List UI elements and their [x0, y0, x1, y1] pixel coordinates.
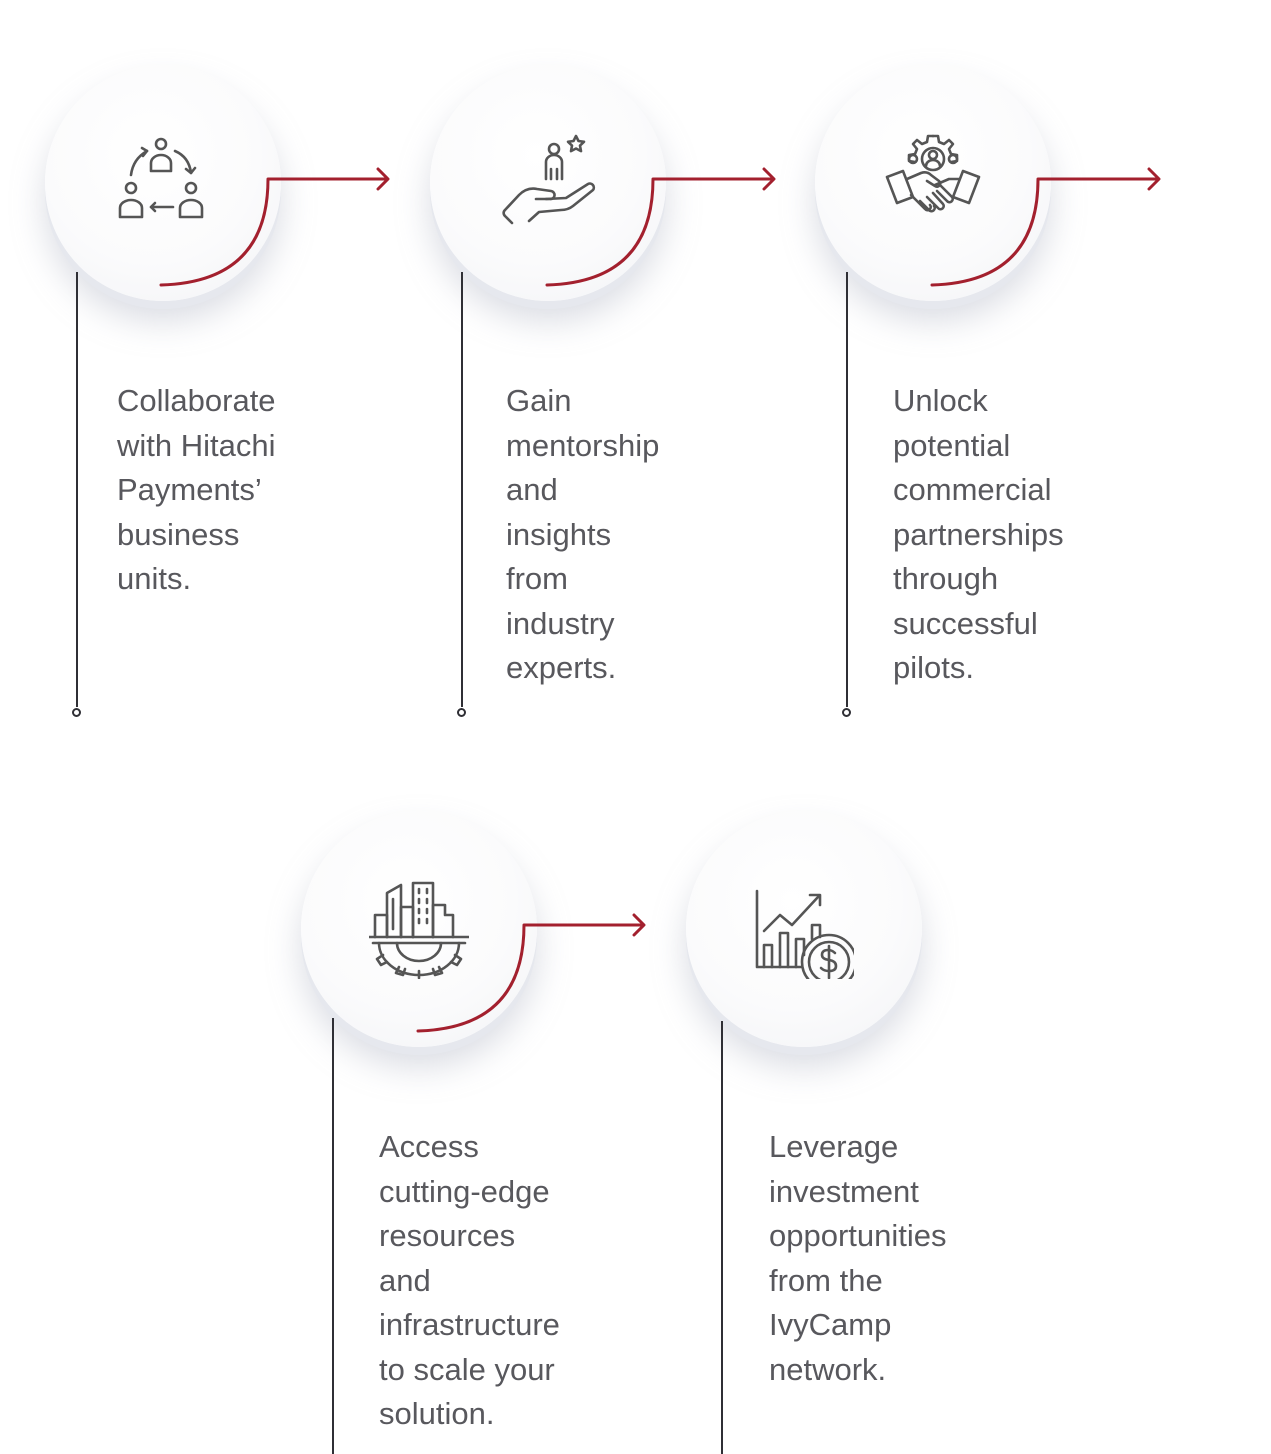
- investment-growth-dollar-icon: [754, 879, 854, 979]
- step-1-description: Collaborate with Hitachi Payments’ busin…: [117, 383, 276, 596]
- step-3-connector-arrow: [930, 167, 1161, 287]
- collaboration-cycle-icon: [113, 133, 213, 233]
- step-5-circle: [686, 811, 922, 1047]
- step-1-connector-arrow: [159, 167, 390, 287]
- step-5-vertical-line: [721, 1021, 723, 1454]
- step-1-end-dot: [72, 708, 81, 717]
- step-4-vertical-line: [332, 1018, 334, 1454]
- city-infrastructure-gear-icon: [369, 879, 469, 979]
- step-5-description: Leverage investment opportunities from t…: [769, 1129, 947, 1387]
- step-2-vertical-line: [461, 272, 463, 707]
- step-1-vertical-line: [76, 272, 78, 707]
- step-3-description: Unlock potential commercial partnerships…: [893, 383, 1064, 685]
- mentorship-hand-icon: [498, 133, 598, 233]
- step-2-end-dot: [457, 708, 466, 717]
- step-2-circle: [430, 65, 666, 301]
- step-4-connector-arrow: [416, 913, 646, 1033]
- step-4-description: Access cutting-edge resources and infras…: [379, 1129, 560, 1431]
- partnership-handshake-icon: [883, 133, 983, 233]
- step-2-description: Gain mentorship and insights from indust…: [506, 383, 660, 685]
- step-2-connector-arrow: [545, 167, 776, 287]
- step-3-circle: [815, 65, 1051, 301]
- step-3-end-dot: [842, 708, 851, 717]
- step-4-circle: [301, 811, 537, 1047]
- step-1-circle: [45, 65, 281, 301]
- step-3-vertical-line: [846, 272, 848, 707]
